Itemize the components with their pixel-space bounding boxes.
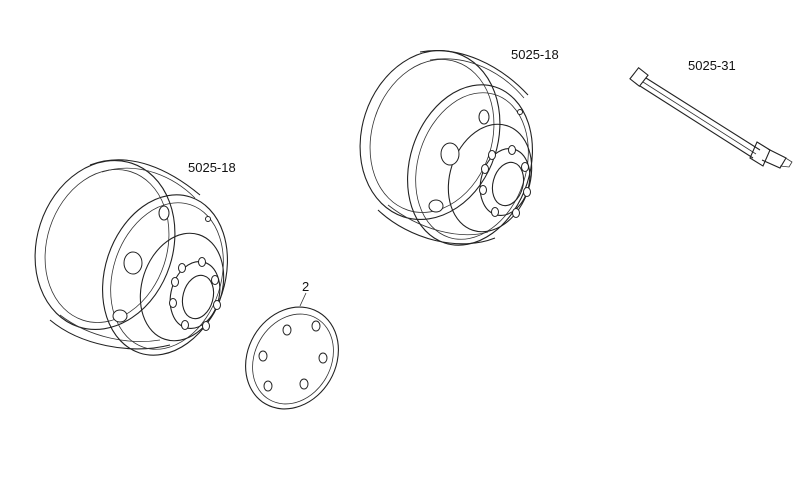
label-rod: 5025-31 [688,58,736,73]
extension-rod [629,67,793,169]
label-wheel-right: 5025-18 [511,47,559,62]
hubcap [245,292,339,410]
label-wheel-left: 5025-18 [188,160,236,175]
wheel-rim-right [359,50,533,246]
label-hubcap: 2 [302,279,310,294]
wheel-rim-left [34,159,228,356]
